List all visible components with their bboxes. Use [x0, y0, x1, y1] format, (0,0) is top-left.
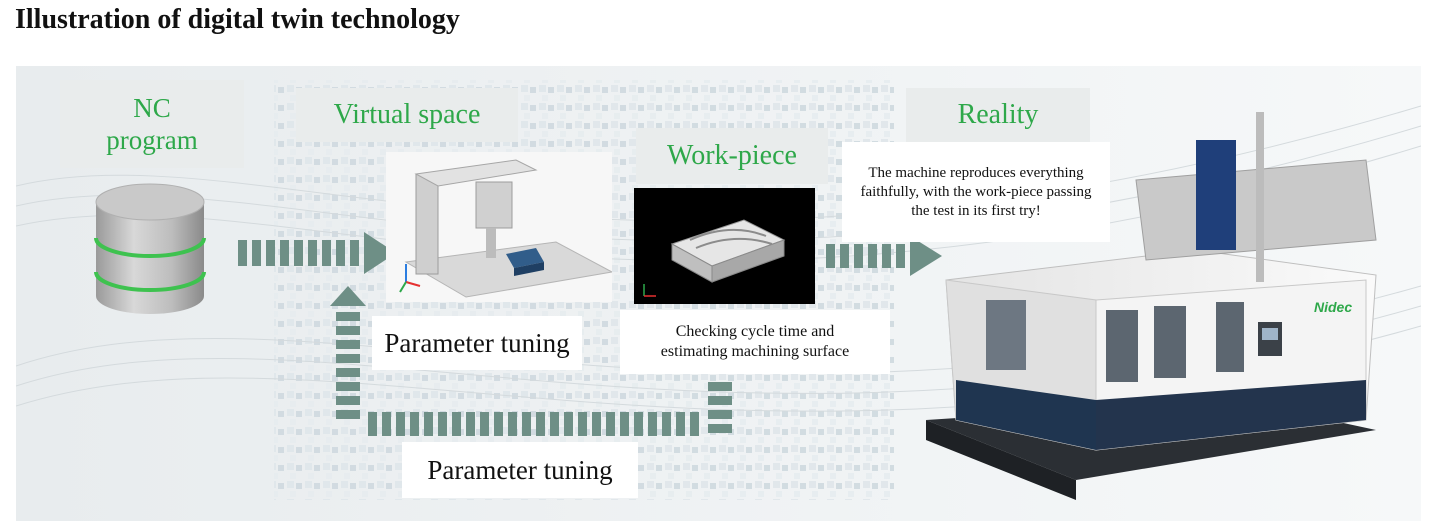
reality-description: The machine reproduces everything faithf… [842, 142, 1110, 242]
checking-caption: Checking cycle time and estimating machi… [620, 310, 890, 374]
database-icon [94, 183, 206, 314]
brand-logo: Nidec [1314, 299, 1352, 315]
work-piece-image [634, 188, 815, 304]
diagram-panel: NC program Vir [16, 66, 1421, 521]
arrow-right-icon [826, 236, 942, 276]
feedback-loop-arrow [330, 286, 732, 436]
work-piece-label: Work-piece [636, 128, 828, 184]
arrow-right-icon [238, 232, 396, 274]
machine-tool-image: Nidec [926, 112, 1377, 500]
virtual-space-label: Virtual space [296, 88, 518, 142]
parameter-tuning-inner: Parameter tuning [372, 316, 582, 370]
arrow-up-icon [330, 286, 366, 306]
virtual-space-image [386, 152, 612, 302]
reality-label: Reality [906, 88, 1090, 142]
nc-program-label: NC program [60, 80, 244, 168]
page-title: Illustration of digital twin technology [15, 4, 460, 35]
parameter-tuning-outer: Parameter tuning [402, 442, 638, 498]
